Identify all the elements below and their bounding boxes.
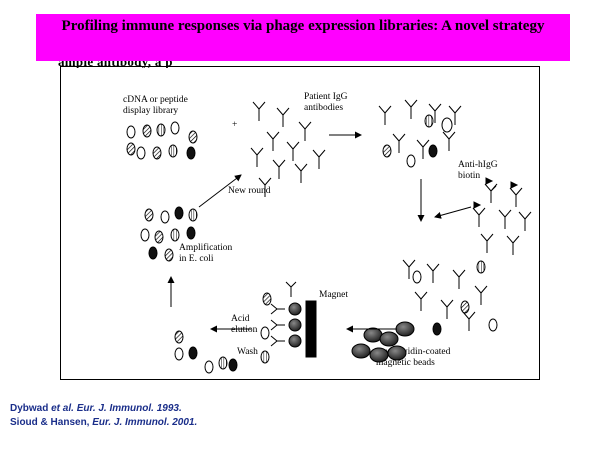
label-streptavidin-1: Streptavidin-coated (376, 347, 451, 357)
diagram-figure: cDNA or peptide display library + Patien… (60, 66, 540, 380)
label-new-round: New round (228, 186, 271, 196)
library-phage-cluster (126, 121, 198, 160)
anti-higg-biotin-cluster (472, 177, 532, 255)
label-streptavidin-2: magnetic beads (376, 358, 435, 368)
reference-2-authors: Sioud & Hansen, (10, 417, 93, 428)
amplified-phage-cluster (140, 206, 198, 262)
streptavidin-beads-cluster (351, 259, 498, 363)
label-plus: + (232, 120, 237, 130)
flow-arrows (167, 131, 472, 333)
label-patient-igg-2: antibodies (304, 103, 343, 113)
reference-1-etal: et al (51, 403, 72, 414)
label-wash: Wash (237, 347, 258, 357)
reference-1: Dybwad et al. Eur. J. Immunol. 1993. (10, 402, 197, 416)
label-library-1: cDNA or peptide (123, 95, 188, 105)
label-magnet: Magnet (319, 290, 348, 300)
reference-2: Sioud & Hansen, Eur. J. Immunol. 2001. (10, 416, 197, 430)
patient-igg-antibodies (250, 101, 326, 197)
magnet-assembly (260, 281, 317, 364)
eluted-phage-cluster (174, 330, 238, 374)
slide-title: Profiling immune responses via phage exp… (36, 14, 570, 61)
label-amplification-2: in E. coli (179, 254, 214, 264)
label-anti-higg-1: Anti-hIgG (458, 160, 498, 170)
bound-phage-antibody-complex (378, 99, 462, 168)
label-acid-elution-1: Acid (231, 314, 250, 324)
reference-2-journal: Eur. J. Immunol. 2001. (92, 417, 198, 428)
label-anti-higg-2: biotin (458, 171, 480, 181)
diagram-canvas: cDNA or peptide display library + Patien… (123, 92, 532, 374)
label-amplification-1: Amplification (179, 242, 233, 253)
reference-1-authors: Dybwad (10, 403, 52, 414)
reference-1-journal: . Eur. J. Immunol. 1993. (71, 403, 182, 414)
label-library-2: display library (123, 106, 178, 116)
references: Dybwad et al. Eur. J. Immunol. 1993. Sio… (10, 402, 197, 430)
label-patient-igg-1: Patient IgG (304, 92, 348, 102)
label-acid-elution-2: elution (231, 325, 258, 335)
